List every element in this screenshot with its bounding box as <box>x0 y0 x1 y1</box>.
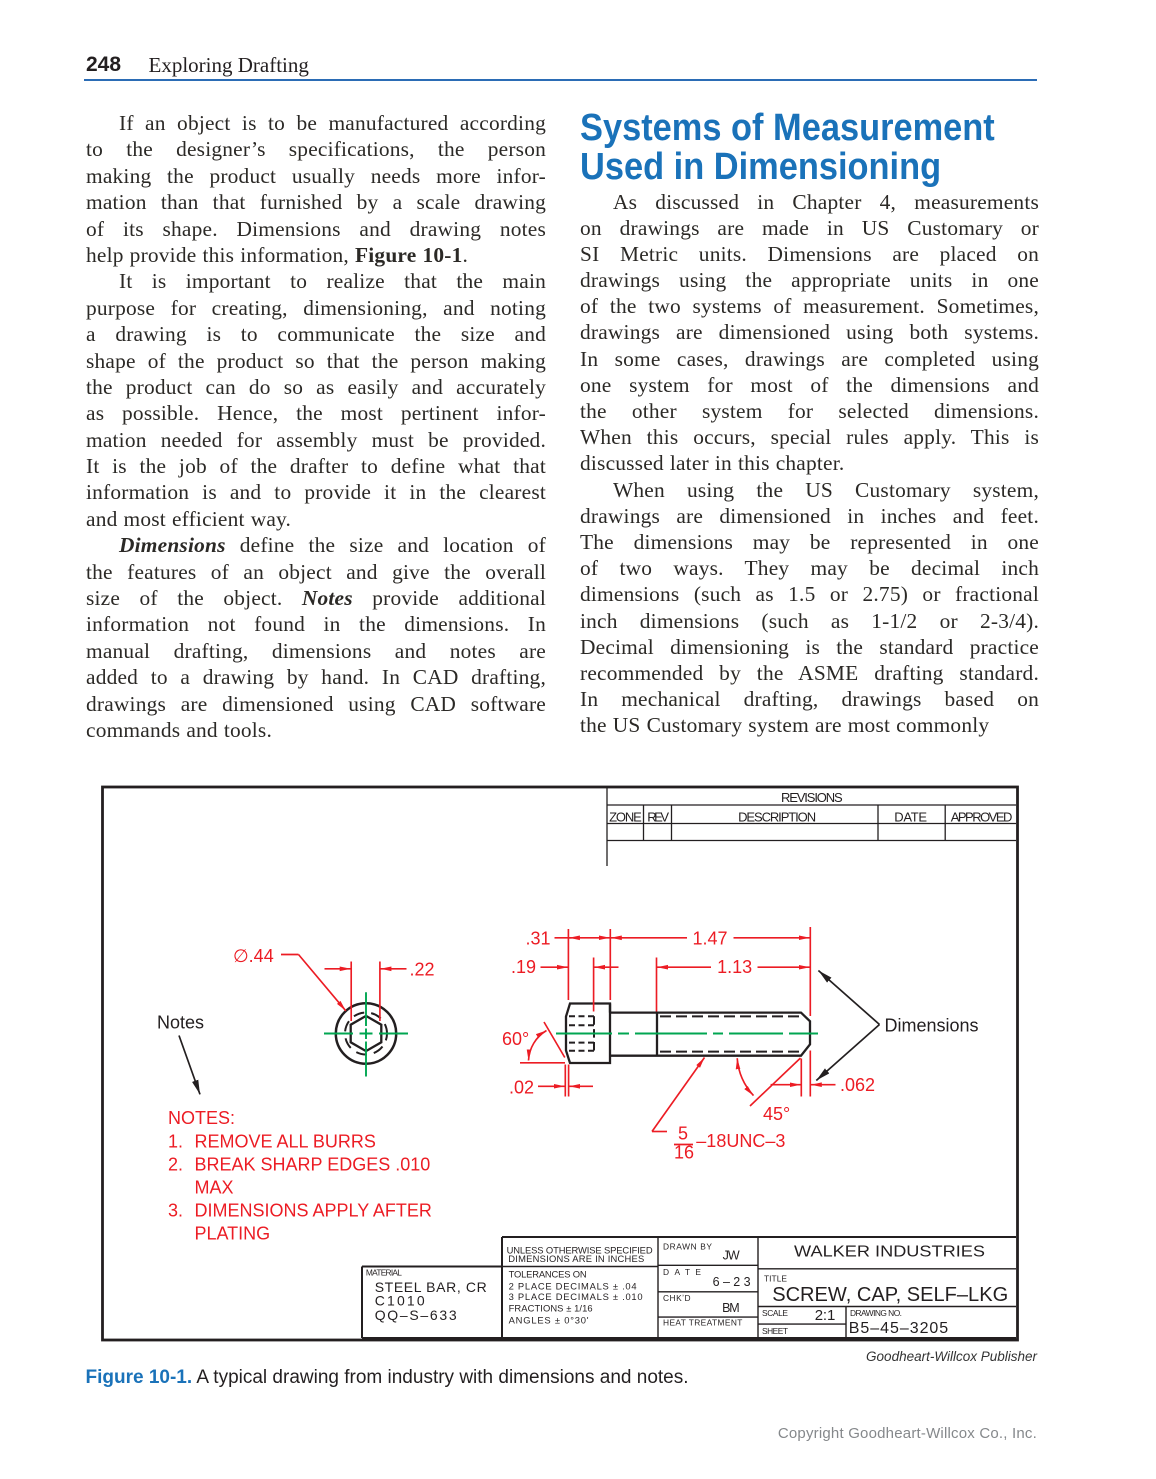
svg-text:2 PLACE DECIMALS ± .04: 2 PLACE DECIMALS ± .04 <box>509 1280 637 1291</box>
svg-text:2:1: 2:1 <box>815 1307 836 1324</box>
svg-text:6–23: 6–23 <box>713 1275 751 1289</box>
svg-text:45°: 45° <box>763 1104 790 1124</box>
svg-text:FRACTIONS ± 1/16: FRACTIONS ± 1/16 <box>509 1303 593 1314</box>
svg-text:JW: JW <box>723 1249 740 1263</box>
svg-text:DIMENSIONS ARE IN INCHES: DIMENSIONS ARE IN INCHES <box>508 1253 644 1264</box>
svg-text:WALKER INDUSTRIES: WALKER INDUSTRIES <box>794 1244 985 1261</box>
svg-text:5: 5 <box>678 1124 688 1144</box>
svg-text:3 PLACE DECIMALS ± .010: 3 PLACE DECIMALS ± .010 <box>509 1291 643 1302</box>
svg-text:.02: .02 <box>509 1077 534 1097</box>
svg-text:ANGLES ± 0°30': ANGLES ± 0°30' <box>509 1314 589 1325</box>
svg-text:DRAWING NO.: DRAWING NO. <box>850 1308 902 1318</box>
svg-text:.22: .22 <box>410 960 435 980</box>
svg-text:ZONE: ZONE <box>609 810 642 825</box>
svg-text:1.47: 1.47 <box>692 928 727 948</box>
svg-text:.19: .19 <box>511 957 536 977</box>
svg-text:–18UNC–3: –18UNC–3 <box>696 1131 785 1151</box>
svg-text:SCALE: SCALE <box>762 1308 788 1318</box>
svg-text:Notes: Notes <box>157 1013 204 1033</box>
svg-text:DATE: DATE <box>894 810 927 825</box>
svg-text:2.: 2. <box>168 1154 183 1174</box>
svg-text:.062: .062 <box>840 1075 875 1095</box>
svg-text:.31: .31 <box>526 928 551 948</box>
svg-text:PLATING: PLATING <box>195 1224 271 1244</box>
svg-text:B5–45–3205: B5–45–3205 <box>849 1320 948 1337</box>
svg-text:1.: 1. <box>168 1131 183 1151</box>
svg-text:DIMENSIONS APPLY AFTER: DIMENSIONS APPLY AFTER <box>195 1201 432 1221</box>
svg-text:REVISIONS: REVISIONS <box>781 790 843 805</box>
svg-text:STEEL BAR, CR: STEEL BAR, CR <box>375 1279 487 1295</box>
svg-text:DESCRIPTION: DESCRIPTION <box>738 810 816 825</box>
svg-text:BREAK SHARP EDGES .010: BREAK SHARP EDGES .010 <box>195 1154 431 1174</box>
svg-text:CHKʼD: CHKʼD <box>663 1293 691 1303</box>
svg-text:REV: REV <box>647 810 669 825</box>
svg-text:1.13: 1.13 <box>717 957 752 977</box>
svg-text:MATERIAL: MATERIAL <box>366 1267 402 1277</box>
svg-text:TITLE: TITLE <box>764 1274 787 1284</box>
svg-text:MAX: MAX <box>195 1178 234 1198</box>
svg-text:DATE: DATE <box>663 1267 701 1277</box>
svg-text:HEAT TREATMENT: HEAT TREATMENT <box>663 1318 742 1328</box>
svg-text:NOTES:: NOTES: <box>168 1108 235 1128</box>
svg-text:Dimensions: Dimensions <box>885 1016 979 1036</box>
svg-text:3.: 3. <box>168 1201 183 1221</box>
svg-text:BM: BM <box>722 1301 740 1315</box>
svg-text:UNLESS OTHERWISE SPECIFIED: UNLESS OTHERWISE SPECIFIED <box>507 1245 653 1256</box>
svg-text:REMOVE ALL BURRS: REMOVE ALL BURRS <box>195 1131 376 1151</box>
svg-text:QQ–S–633: QQ–S–633 <box>375 1307 457 1323</box>
svg-text:C1010: C1010 <box>375 1293 425 1309</box>
svg-text:SCREW, CAP, SELF–LKG: SCREW, CAP, SELF–LKG <box>772 1283 1008 1306</box>
svg-text:∅.44: ∅.44 <box>233 946 274 966</box>
svg-text:DRAWN BY: DRAWN BY <box>663 1242 712 1252</box>
svg-text:60°: 60° <box>502 1029 529 1049</box>
svg-text:16: 16 <box>674 1143 694 1163</box>
svg-text:TOLERANCES ON: TOLERANCES ON <box>509 1269 587 1280</box>
svg-text:APPROVED: APPROVED <box>951 810 1013 825</box>
svg-text:SHEET: SHEET <box>762 1326 788 1336</box>
